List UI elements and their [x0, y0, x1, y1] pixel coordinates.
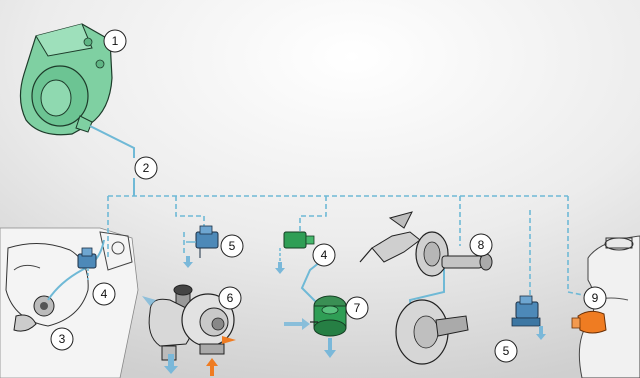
egr-valve-icon — [310, 295, 347, 337]
actuator-icon — [571, 310, 607, 334]
callout-7-label: 7 — [354, 301, 361, 315]
callout-5-center-label: 5 — [229, 239, 236, 253]
callout-4-left-label: 4 — [101, 287, 108, 301]
engine-block-icon — [0, 227, 139, 378]
brake-booster-icon — [359, 211, 493, 277]
callout-1-label: 1 — [112, 34, 119, 48]
brake-disc-icon — [395, 299, 469, 365]
solenoid-valve-icon — [186, 225, 219, 258]
callout-7: 7 — [345, 296, 369, 320]
callout-9: 9 — [583, 286, 607, 310]
solenoid-valve-icon — [279, 231, 315, 262]
callout-6-label: 6 — [227, 291, 234, 305]
callout-2: 2 — [134, 156, 158, 180]
solenoid-valve-icon — [77, 247, 97, 280]
callout-4-center: 4 — [312, 243, 336, 267]
callout-2-label: 2 — [143, 161, 150, 175]
callout-8: 8 — [469, 233, 493, 257]
callout-3: 3 — [50, 327, 74, 351]
turbocharger-icon — [148, 284, 235, 361]
coolant-reservoir-icon — [578, 235, 640, 378]
callout-4-left: 4 — [92, 282, 116, 306]
callout-5-center: 5 — [220, 234, 244, 258]
callout-1: 1 — [103, 29, 127, 53]
vacuum-pump-icon — [19, 23, 113, 136]
solenoid-valve-icon — [511, 295, 541, 327]
callout-3-label: 3 — [59, 332, 66, 346]
callout-6: 6 — [218, 286, 242, 310]
callout-9-label: 9 — [592, 291, 599, 305]
callout-5-right: 5 — [494, 339, 518, 363]
flow-arrow-icon — [142, 256, 546, 374]
flow-arrow-icon — [206, 336, 236, 376]
callout-8-label: 8 — [478, 238, 485, 252]
callout-4-center-label: 4 — [321, 248, 328, 262]
callout-5-right-label: 5 — [503, 344, 510, 358]
vacuum-distribution-lines — [107, 195, 589, 297]
